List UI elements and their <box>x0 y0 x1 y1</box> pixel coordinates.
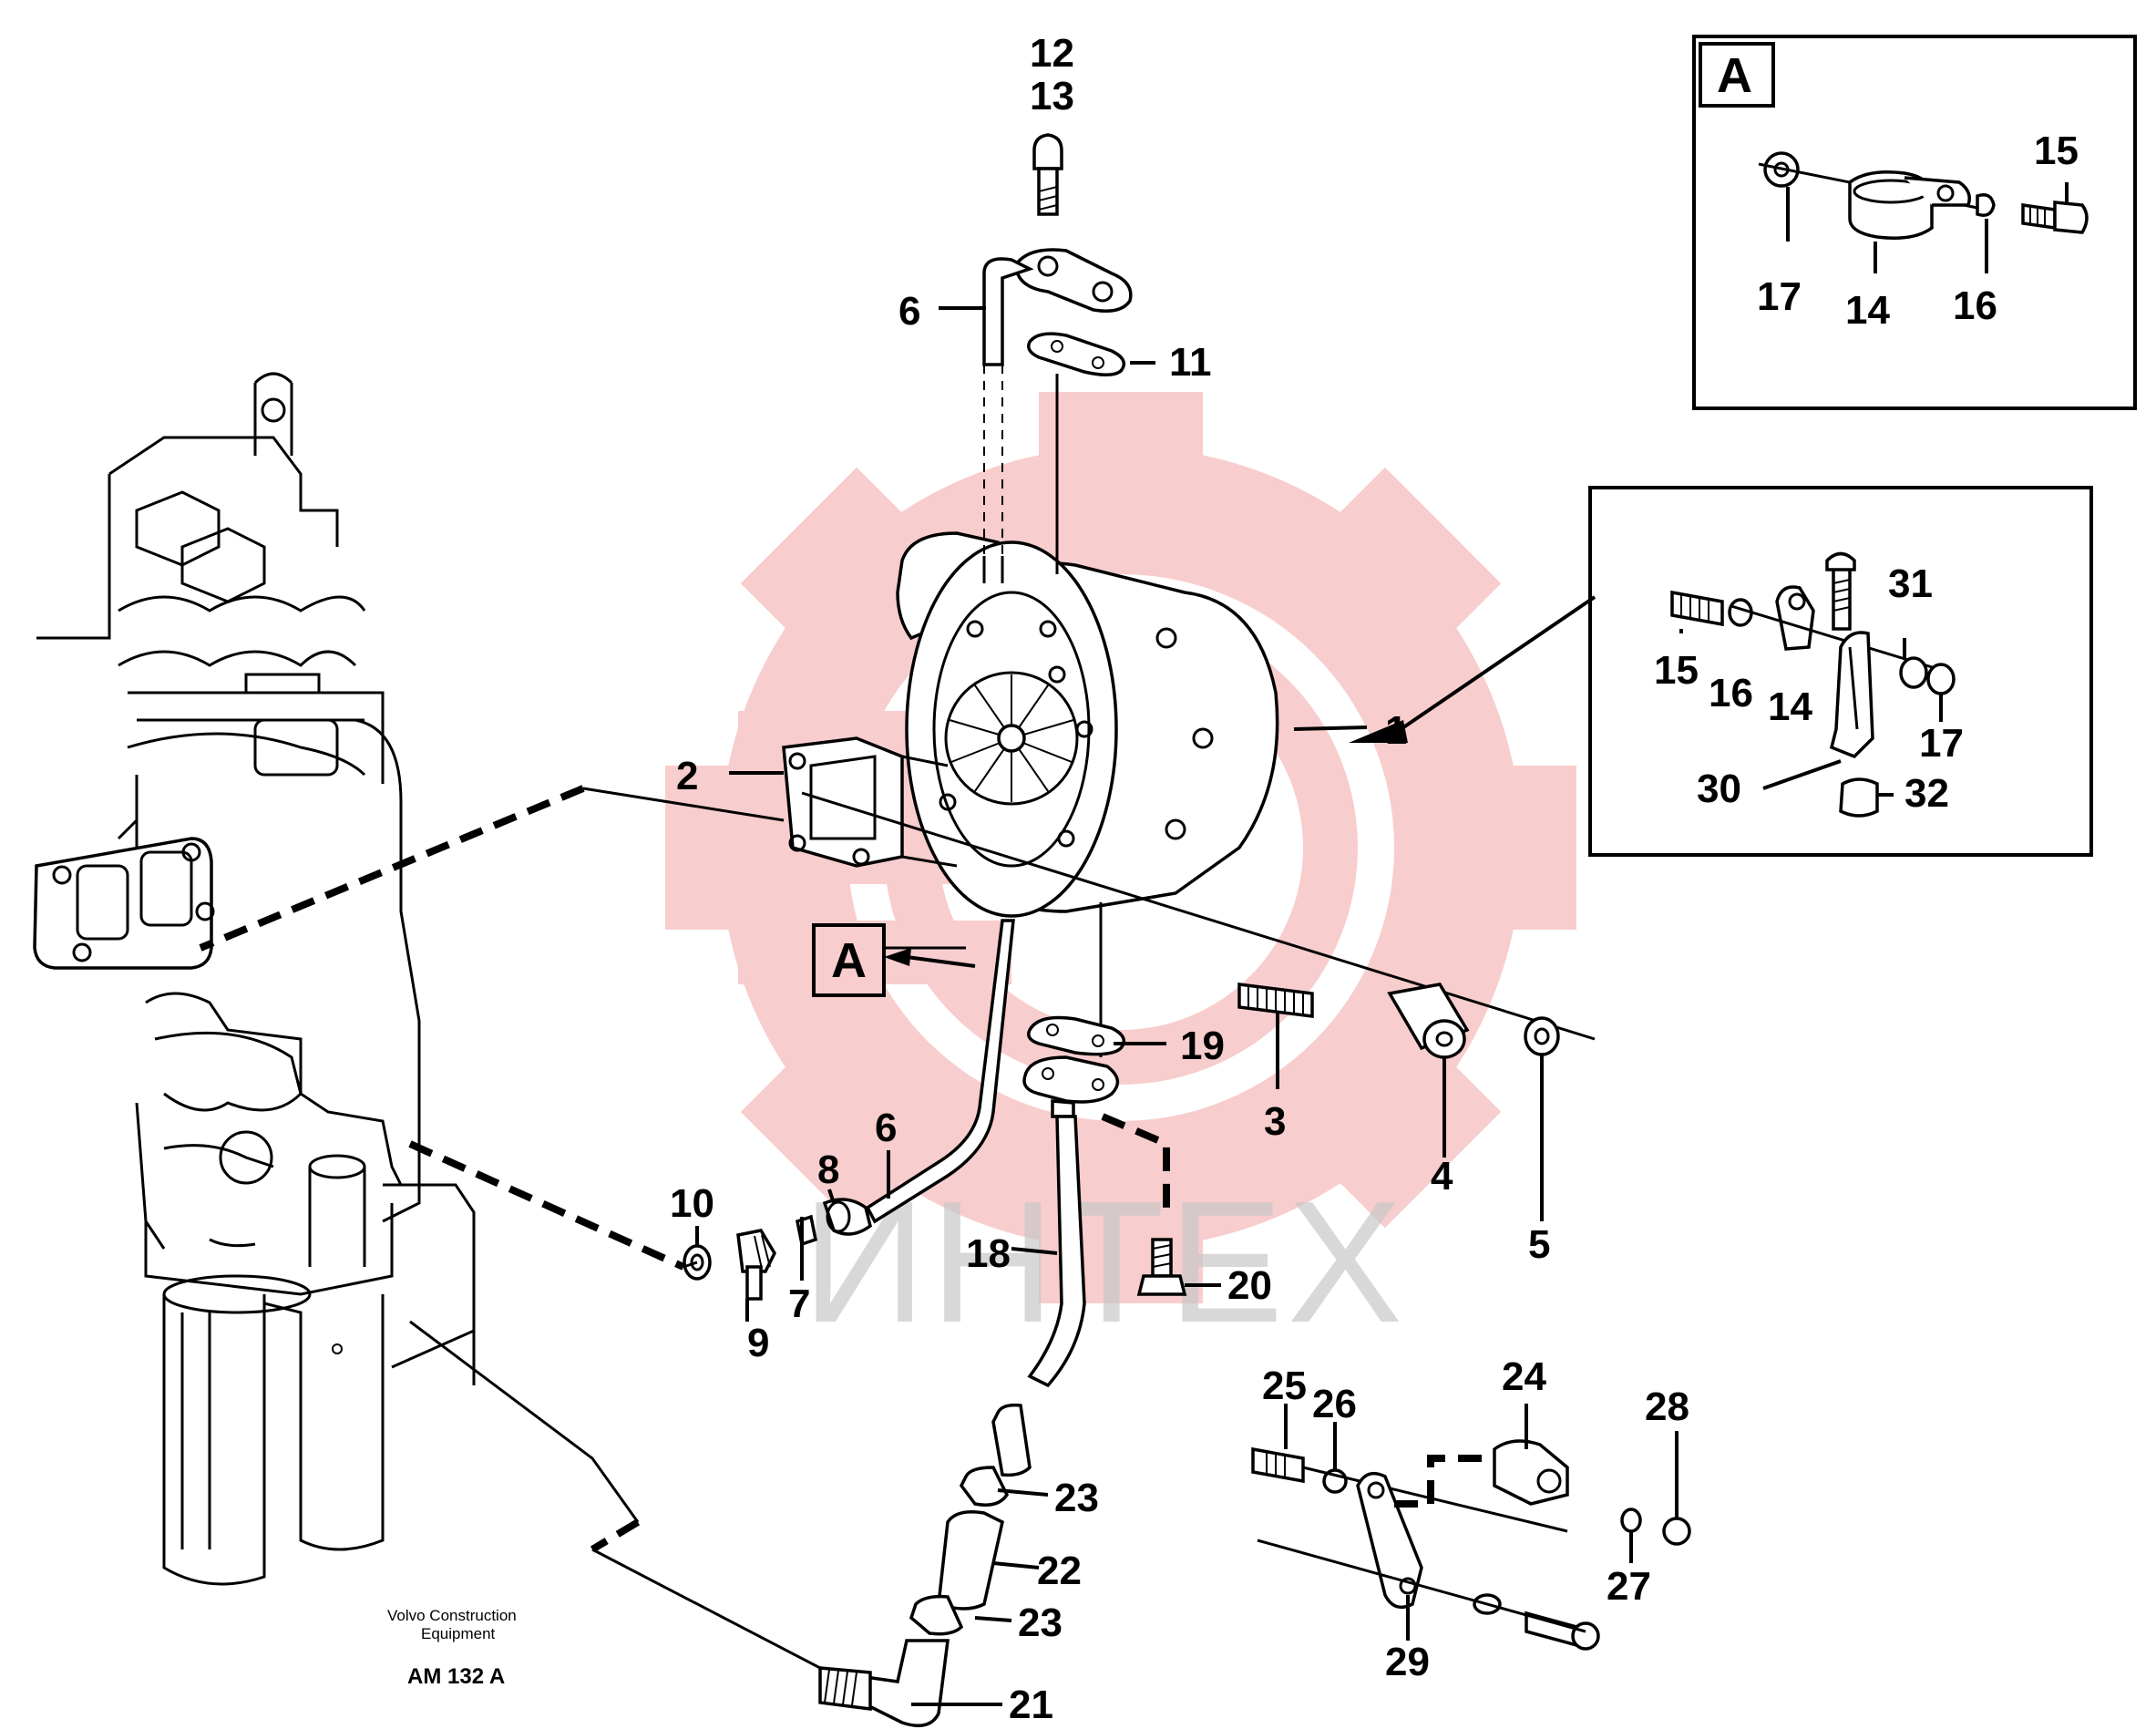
callout-numbers: 1 2 3 4 5 6 6 7 8 9 10 11 12 13 14 14 15… <box>670 31 2079 1727</box>
callout-7: 7 <box>788 1281 810 1326</box>
callout-29: 29 <box>1385 1640 1430 1684</box>
callout-leader-lines <box>695 726 1679 1706</box>
detail-a-pointer-label: A <box>831 933 867 988</box>
callout-16-inset-a: 16 <box>1953 283 1997 328</box>
callout-14-inset-right: 14 <box>1768 684 1812 729</box>
callout-10: 10 <box>670 1181 714 1226</box>
callout-17-inset-a: 17 <box>1757 274 1802 319</box>
turbocharger-part-1 <box>782 531 1279 918</box>
callout-16-inset-right: 16 <box>1709 671 1753 715</box>
callout-20: 20 <box>1227 1263 1272 1308</box>
callout-23-upper: 23 <box>1054 1476 1099 1520</box>
callout-24: 24 <box>1502 1354 1546 1399</box>
callout-6-lower: 6 <box>875 1106 897 1150</box>
engine-block-drawing <box>33 372 476 1586</box>
callout-2: 2 <box>676 754 698 798</box>
callout-4: 4 <box>1431 1154 1453 1199</box>
callout-32: 32 <box>1904 771 1949 816</box>
callout-15-inset-right: 15 <box>1654 648 1699 693</box>
callout-12: 12 <box>1030 31 1074 76</box>
callout-14-inset-a: 14 <box>1845 288 1890 333</box>
callout-27: 27 <box>1607 1564 1651 1609</box>
callout-28: 28 <box>1645 1384 1689 1429</box>
footer-drawing-code: AM 132 A <box>407 1664 505 1689</box>
callout-13: 13 <box>1030 74 1074 118</box>
callout-1: 1 <box>1385 708 1407 753</box>
callout-6-upper: 6 <box>898 289 920 334</box>
callout-5: 5 <box>1528 1222 1550 1267</box>
callout-15-inset-a: 15 <box>2034 129 2079 173</box>
callout-19: 19 <box>1180 1024 1225 1068</box>
callout-9: 9 <box>747 1321 769 1365</box>
oil-feed-pipe-assembly <box>683 919 1015 1301</box>
callout-31: 31 <box>1888 561 1933 606</box>
oil-return-pipe-assembly <box>818 902 1187 1728</box>
inset-detail-a: A <box>1692 35 2137 410</box>
footer-company-line1: Volvo Construction <box>387 1607 517 1624</box>
callout-11: 11 <box>1169 340 1212 385</box>
callout-22: 22 <box>1037 1549 1082 1593</box>
callout-18: 18 <box>966 1231 1011 1276</box>
bracket-assembly-24-29 <box>1251 1439 1691 1651</box>
inset-bracket-detail <box>1349 486 2093 857</box>
callout-25: 25 <box>1262 1364 1307 1408</box>
callout-23-lower: 23 <box>1018 1600 1063 1645</box>
callout-21: 21 <box>1009 1683 1053 1727</box>
callout-8: 8 <box>817 1148 839 1192</box>
detail-a-pointer: A <box>812 923 976 997</box>
upper-oil-pipe-assembly <box>939 133 1155 583</box>
footer-credit: Volvo Construction Equipment AM 132 A <box>387 1607 517 1689</box>
dashed-leader-lines <box>199 785 821 1670</box>
footer-company-line2: Equipment <box>421 1625 496 1642</box>
inset-a-label: A <box>1717 48 1752 103</box>
callout-26: 26 <box>1312 1382 1357 1426</box>
callout-3: 3 <box>1264 1099 1286 1144</box>
callout-30: 30 <box>1697 767 1741 811</box>
callout-17-inset-right: 17 <box>1919 721 1964 766</box>
